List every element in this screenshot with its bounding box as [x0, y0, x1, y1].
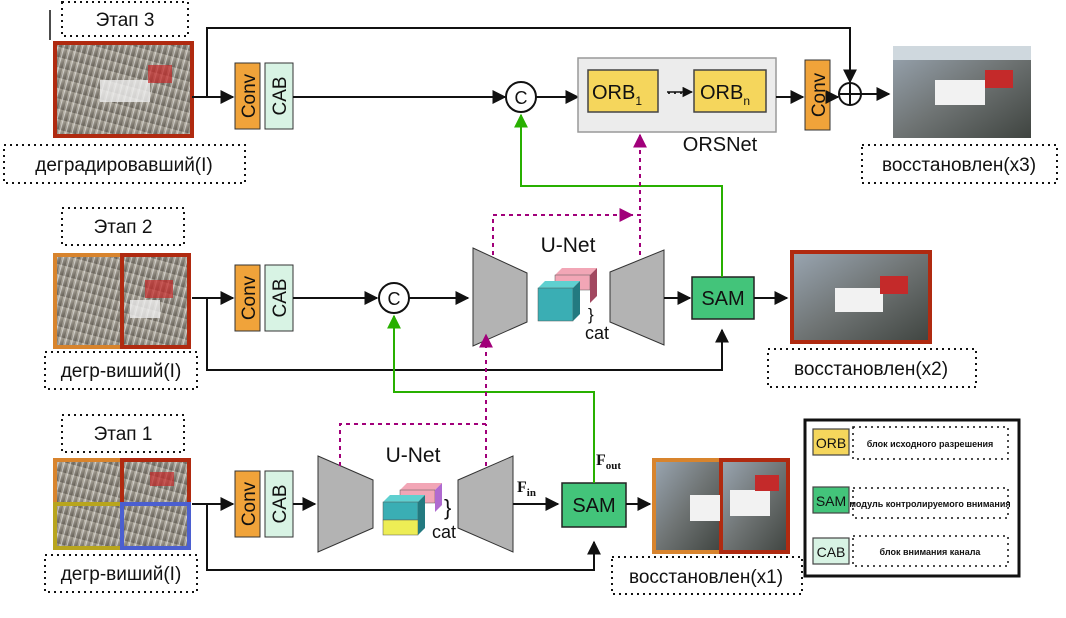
legend-orb-desc: блок исходного разрешения: [867, 439, 994, 449]
stage-2-output-label-box: [767, 348, 977, 388]
stage-1-conv-block: [234, 470, 261, 538]
stage-1-output-label-box: [611, 556, 803, 595]
stage-2-feature-cubes: [537, 268, 597, 322]
stage-3-input-label-box: [3, 144, 246, 184]
stage-3-concat-label: C: [515, 88, 528, 108]
stage-2-conv-block: [234, 264, 261, 332]
stage-3-output-image: [893, 46, 1031, 138]
stage-3-out-conv-label: Conv: [809, 72, 830, 117]
stage-3-cab-label: CAB: [270, 76, 291, 115]
legend-orb-swatch: [812, 428, 850, 456]
stage-2: Этап 2 дегр-виший(I) Conv CAB C U-Net: [44, 207, 977, 390]
stage-1-output-label: восстановлен(x1): [629, 567, 783, 588]
orb-n-label: ORBn: [700, 82, 750, 108]
legend-orb-abbr: ORB: [816, 435, 846, 451]
stage-2-label-box: [61, 207, 185, 246]
stage-3-output-label: восстановлен(x3): [882, 155, 1036, 176]
stage-3-label: Этап 3: [96, 10, 155, 31]
stage-1-unet-encoder: [317, 455, 374, 553]
stage-2-label: Этап 2: [94, 217, 153, 238]
legend-sam-desc: модуль контролируемого внимания: [849, 499, 1010, 509]
orsnet-label: ORSNet: [683, 134, 758, 156]
stage-1-input-label-box: [44, 554, 198, 593]
stage-2-unet-encoder: [472, 247, 528, 347]
stage-2-cab-label: CAB: [270, 278, 291, 317]
stage-2-input-image: [53, 253, 191, 349]
stage-1-feature-cubes: [382, 483, 442, 536]
magenta-arrow-s1-s2-enc: [339, 333, 493, 466]
stage-3-conv-label: Conv: [239, 73, 260, 118]
stage-2-output-image: [790, 250, 932, 344]
stage-1-label-box: [61, 414, 185, 453]
stage-1-label: Этап 1: [94, 424, 153, 445]
stage-1-input-label: дегр-виший(I): [61, 564, 182, 585]
stage-2-cab-block: [264, 264, 294, 332]
f-out-label: Fout: [596, 452, 621, 472]
legend-cab-swatch: [812, 537, 850, 565]
stage-1-cab-block: [264, 470, 294, 538]
stage-2-input-label-box: [44, 351, 198, 390]
green-arrow-s1-s2: [387, 314, 595, 483]
legend: ORB блок исходного разрешения SAM модуль…: [803, 418, 1021, 578]
orb-block-n: [693, 69, 767, 113]
green-arrow-s2-s3: [514, 113, 723, 277]
stage-3-label-box: [61, 1, 189, 37]
stage-3-input-label: деградировавший(I): [35, 155, 213, 176]
legend-sam-abbr: SAM: [816, 493, 846, 509]
stage-2-output-label: восстановлен(x2): [794, 359, 948, 380]
stage-2-sam-block: [691, 276, 755, 320]
orb-1-label: ORB1: [592, 82, 642, 108]
legend-cab-desc: блок внимания канала: [880, 547, 982, 557]
legend-cab-abbr: CAB: [817, 544, 846, 560]
stage-2-conv-label: Conv: [239, 275, 260, 320]
legend-sam-swatch: [812, 486, 850, 514]
stage-1-unet-decoder: [457, 455, 514, 553]
stage-2-concat-label: C: [388, 289, 401, 309]
stage-1-input-image: [53, 458, 191, 550]
stage-3-input-image: [53, 41, 194, 138]
stage-3: Этап 3 деградировавший(I) Conv CAB C ORB…: [3, 1, 1058, 184]
stage-1-cat-label: cat: [432, 522, 456, 542]
stage-1: Этап 1 дегр-виший(I) Conv CAB U-Net: [44, 414, 803, 595]
stage-3-cab-block: [264, 62, 294, 130]
orb-block-1: [587, 69, 659, 113]
f-in-label: Fin: [517, 479, 536, 499]
stage-1-unet-label: U-Net: [386, 444, 441, 467]
stage-3-output-label-box: [861, 144, 1058, 184]
stage-1-sam-label: SAM: [572, 495, 615, 517]
stage-2-sam-label: SAM: [701, 288, 744, 310]
stage-2-cat-label: cat: [585, 323, 609, 343]
stage-2-input-label: дегр-виший(I): [61, 361, 182, 382]
stage-1-cab-label: CAB: [270, 484, 291, 523]
stage-3-conv-block: [234, 62, 261, 130]
stage-1-output-image: [652, 458, 790, 554]
stage-2-unet-decoder: [609, 249, 665, 346]
stage-1-cat-brace: }: [444, 495, 451, 520]
stage-2-cat-brace: }: [588, 305, 594, 324]
stage-1-conv-label: Conv: [239, 481, 260, 526]
stage-2-unet-label: U-Net: [541, 234, 596, 257]
